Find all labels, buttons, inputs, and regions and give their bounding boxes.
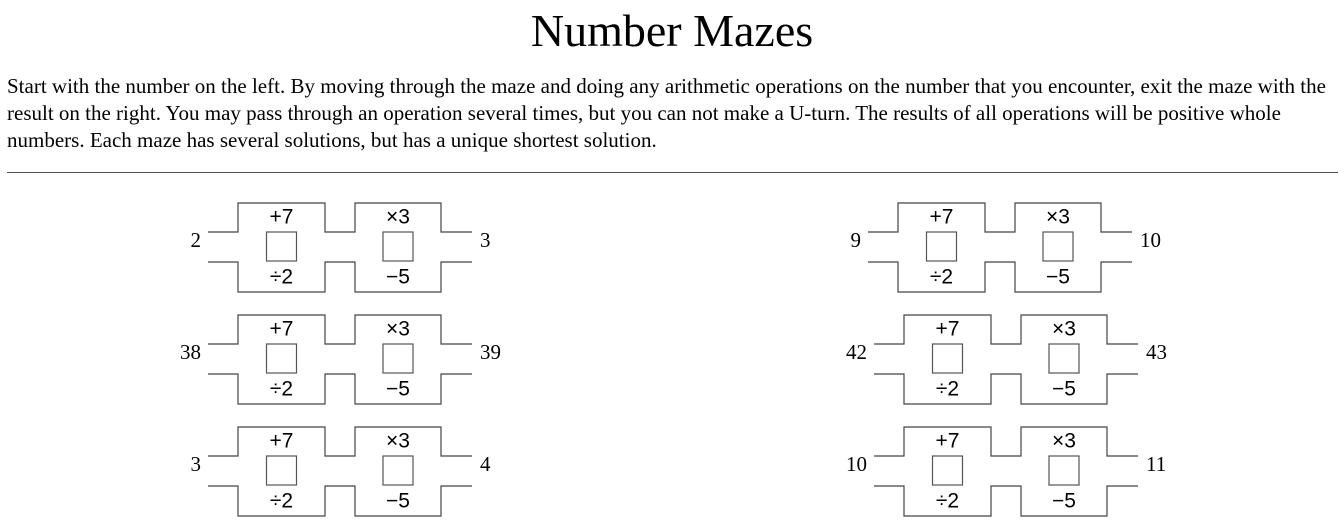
start-number: 38: [180, 340, 201, 364]
operation-add: +7: [270, 206, 294, 229]
operation-box: [1048, 455, 1080, 486]
end-number: 4: [480, 452, 491, 476]
operation-subtract: −5: [386, 378, 410, 401]
operation-add: +7: [270, 430, 294, 453]
operation-multiply: ×3: [386, 430, 410, 453]
operation-box: [931, 455, 964, 486]
operation-box: [925, 231, 958, 262]
operation-subtract: −5: [386, 490, 410, 513]
end-number: 39: [480, 340, 501, 364]
operation-subtract: −5: [1052, 378, 1076, 401]
operation-divide: ÷2: [930, 266, 953, 289]
start-number: 3: [191, 452, 202, 476]
maze-walls: [874, 314, 1138, 405]
start-number: 2: [191, 228, 202, 252]
maze: +7 ÷2 ×3 −5 42 43: [846, 314, 1167, 405]
end-number: 11: [1146, 452, 1166, 476]
maze: +7 ÷2 ×3 −5 38 39: [180, 314, 501, 405]
operation-multiply: ×3: [386, 318, 410, 341]
operation-divide: ÷2: [936, 378, 959, 401]
operation-box: [382, 343, 414, 374]
maze: +7 ÷2 ×3 −5 2 3: [191, 202, 491, 293]
operation-divide: ÷2: [270, 266, 293, 289]
operation-subtract: −5: [1052, 490, 1076, 513]
maze: +7 ÷2 ×3 −5 9 10: [851, 202, 1161, 293]
maze: +7 ÷2 ×3 −5 3 4: [191, 426, 491, 517]
maze-walls: [208, 426, 472, 517]
operation-multiply: ×3: [1052, 430, 1076, 453]
start-number: 42: [846, 340, 867, 364]
maze-walls: [208, 314, 472, 405]
operation-divide: ÷2: [270, 378, 293, 401]
operation-subtract: −5: [386, 266, 410, 289]
operation-add: +7: [270, 318, 294, 341]
operation-multiply: ×3: [386, 206, 410, 229]
operation-box: [1048, 343, 1080, 374]
maze-walls: [874, 426, 1138, 517]
operation-divide: ÷2: [936, 490, 959, 513]
divider-line: [7, 172, 1338, 173]
operation-box: [382, 231, 414, 262]
maze: +7 ÷2 ×3 −5 10 11: [846, 426, 1166, 517]
operation-box: [1042, 231, 1074, 262]
operation-box: [382, 455, 414, 486]
start-number: 9: [851, 228, 862, 252]
end-number: 43: [1146, 340, 1167, 364]
operation-box: [265, 231, 298, 262]
operation-multiply: ×3: [1046, 206, 1070, 229]
page-title: Number Mazes: [530, 5, 814, 56]
operation-divide: ÷2: [270, 490, 293, 513]
instructions-text: Start with the number on the left. By mo…: [7, 74, 1326, 152]
operation-add: +7: [936, 430, 960, 453]
operation-box: [931, 343, 964, 374]
operation-subtract: −5: [1046, 266, 1070, 289]
start-number: 10: [846, 452, 867, 476]
maze-walls: [208, 202, 472, 293]
operation-add: +7: [930, 206, 954, 229]
end-number: 10: [1140, 228, 1161, 252]
operation-add: +7: [936, 318, 960, 341]
operation-box: [265, 455, 298, 486]
end-number: 3: [480, 228, 491, 252]
maze-walls: [868, 202, 1132, 293]
operation-box: [265, 343, 298, 374]
operation-multiply: ×3: [1052, 318, 1076, 341]
